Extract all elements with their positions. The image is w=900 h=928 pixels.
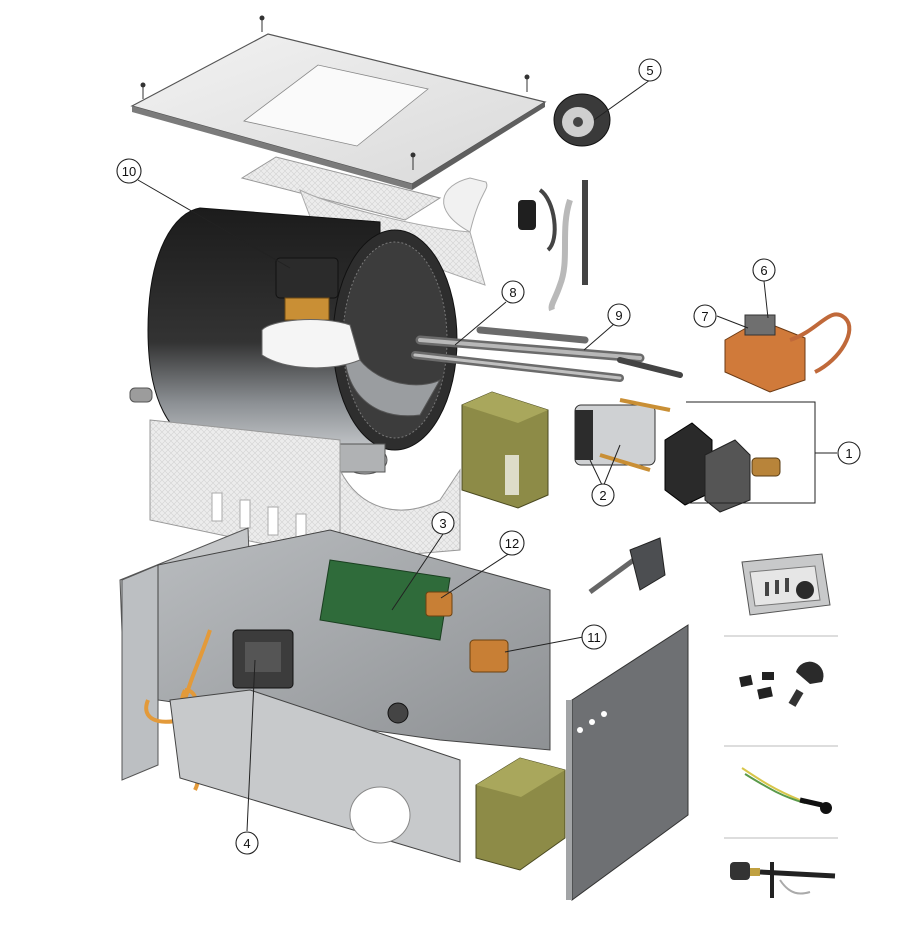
- callout-label: 11: [587, 630, 601, 645]
- accessory-sensor-probe: [730, 862, 836, 898]
- callout-9: 9: [607, 303, 631, 327]
- leader-lines: [137, 79, 837, 832]
- callout-7: 7: [693, 304, 717, 328]
- callout-label: 7: [701, 309, 708, 324]
- sensor-assembly: [518, 93, 611, 312]
- callout-6: 6: [752, 258, 776, 282]
- callout-label: 5: [646, 63, 653, 78]
- side-panel: [566, 624, 689, 901]
- callout-label: 4: [243, 836, 250, 851]
- relay-12: [425, 591, 453, 617]
- callout-label: 3: [439, 516, 446, 531]
- callout-8: 8: [501, 280, 525, 304]
- burner-assembly: [574, 398, 781, 513]
- callout-label: 9: [615, 308, 622, 323]
- accessory-knob-set: [739, 661, 824, 707]
- callout-4: 4: [235, 831, 259, 855]
- foam-block-upper: [461, 391, 549, 509]
- callout-label: 2: [599, 488, 606, 503]
- callout-label: 1: [845, 446, 852, 461]
- mounting-bracket: [588, 537, 666, 595]
- accessory-control-panel: [741, 553, 831, 616]
- callout-12: 12: [499, 530, 525, 556]
- top-lid: [130, 15, 547, 190]
- callout-1: 1: [837, 441, 861, 465]
- callout-label: 12: [505, 536, 519, 551]
- callout-label: 8: [509, 285, 516, 300]
- accessory-wire-harness: [741, 767, 832, 814]
- callout-2: 2: [591, 483, 615, 507]
- combustion-drum: [129, 207, 458, 475]
- callout-label: 6: [760, 263, 767, 278]
- front-panel-lower: [169, 689, 461, 863]
- valve-block-11: [469, 639, 509, 673]
- foam-block-lower: [475, 757, 566, 871]
- callout-11: 11: [581, 624, 607, 650]
- gas-valve: [724, 312, 852, 393]
- callout-5: 5: [638, 58, 662, 82]
- callout-10: 10: [116, 158, 142, 184]
- callout-label: 10: [122, 164, 136, 179]
- callout-3: 3: [431, 511, 455, 535]
